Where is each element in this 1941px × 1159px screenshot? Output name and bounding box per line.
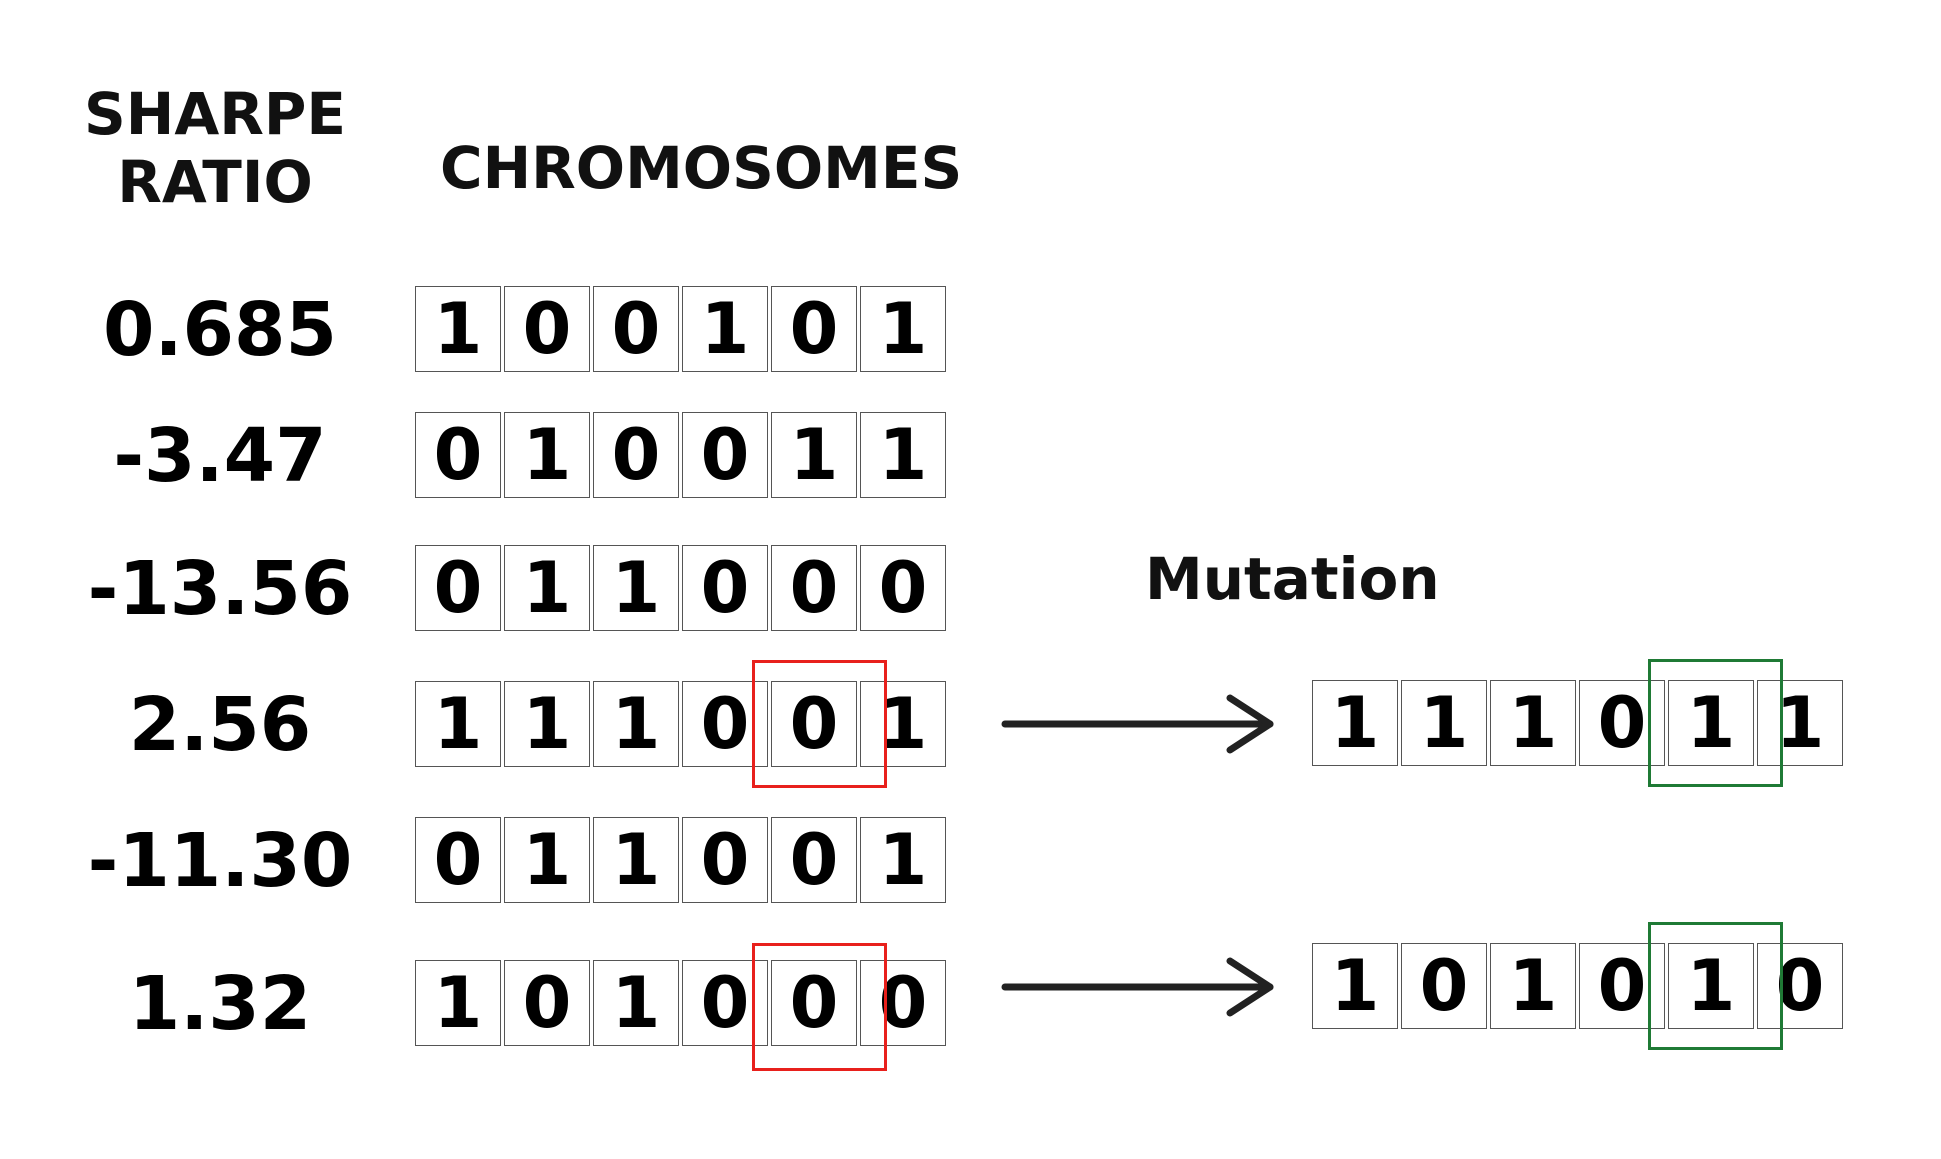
sharpe-ratio-header: SHARPE RATIO [60,80,370,217]
gene-cell: 1 [415,286,501,372]
gene-cell: 1 [1312,680,1398,766]
gene-cell: 1 [415,681,501,767]
gene-cell: 0 [593,412,679,498]
sharpe-value: 0.685 [102,287,338,373]
gene-cell: 1 [593,681,679,767]
selected-gene-highlight [752,660,887,788]
gene-cell: 1 [1490,943,1576,1029]
gene-cell: 0 [860,545,946,631]
gene-cell: 0 [1401,943,1487,1029]
chromosome-row: 0 1 1 0 0 1 [415,817,949,903]
gene-cell: 0 [771,817,857,903]
gene-cell: 1 [860,286,946,372]
gene-cell: 0 [682,412,768,498]
sharpe-value: 2.56 [128,682,312,768]
gene-cell: 1 [593,545,679,631]
gene-cell: 1 [1668,680,1754,766]
chromosome-row: 1 0 0 1 0 1 [415,286,949,372]
gene-cell: 1 [1757,680,1843,766]
gene-cell: 1 [771,412,857,498]
gene-cell: 1 [860,817,946,903]
sharpe-value: -11.30 [87,818,353,904]
gene-cell: 0 [682,681,768,767]
gene-cell: 1 [1401,680,1487,766]
mutation-label: Mutation [1145,545,1440,613]
gene-cell: 0 [1579,680,1665,766]
gene-cell: 0 [415,817,501,903]
gene-cell: 1 [1668,943,1754,1029]
chromosome-row: 1 0 1 0 0 0 [415,960,949,1046]
gene-cell: 1 [415,960,501,1046]
gene-cell: 1 [1490,680,1576,766]
gene-cell: 0 [771,545,857,631]
gene-cell: 0 [682,817,768,903]
mutated-chromosome-row: 1 0 1 0 1 0 [1312,943,1846,1029]
chromosome-row: 0 1 0 0 1 1 [415,412,949,498]
arrow-icon [1001,694,1274,754]
chromosome-row: 0 1 1 0 0 0 [415,545,949,631]
selected-gene-highlight [752,943,887,1071]
sharpe-header-line1: SHARPE [84,80,346,148]
gene-cell: 1 [1312,943,1398,1029]
gene-cell: 0 [593,286,679,372]
gene-cell: 0 [415,545,501,631]
sharpe-header-line2: RATIO [117,148,313,217]
gene-cell: 1 [504,412,590,498]
gene-cell: 1 [504,545,590,631]
gene-cell: 1 [593,960,679,1046]
gene-cell: 1 [593,817,679,903]
sharpe-value: 1.32 [128,961,312,1047]
mutated-gene-highlight [1648,922,1783,1050]
gene-cell: 0 [771,286,857,372]
sharpe-value: -13.56 [87,546,353,632]
gene-cell: 1 [860,412,946,498]
gene-cell: 0 [682,960,768,1046]
sharpe-value: -3.47 [113,413,327,499]
gene-cell: 0 [771,960,857,1046]
chromosomes-header: CHROMOSOMES [440,134,963,202]
arrow-icon [1001,957,1274,1017]
mutated-chromosome-row: 1 1 1 0 1 1 [1312,680,1846,766]
gene-cell: 1 [504,817,590,903]
gene-cell: 0 [771,681,857,767]
gene-cell: 0 [682,545,768,631]
gene-cell: 0 [1757,943,1843,1029]
gene-cell: 1 [682,286,768,372]
gene-cell: 0 [504,286,590,372]
gene-cell: 1 [504,681,590,767]
mutated-gene-highlight [1648,659,1783,787]
gene-cell: 0 [415,412,501,498]
gene-cell: 0 [1579,943,1665,1029]
gene-cell: 0 [504,960,590,1046]
